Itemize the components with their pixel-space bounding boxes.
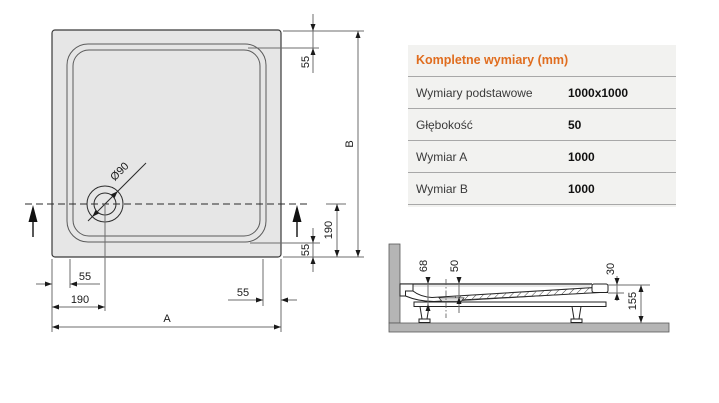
section-cut-line [25, 203, 308, 237]
dimension-68: 68 [418, 260, 431, 311]
dim-label-155: 155 [627, 292, 639, 310]
dimensions-table: Kompletne wymiary (mm) Wymiary podstawow… [408, 45, 676, 207]
tray-section-profile [399, 279, 609, 323]
row-label: Wymiary podstawowe [416, 85, 533, 100]
dimension-155: 155 [627, 285, 644, 323]
dimension-bottom-190: 190 [52, 294, 105, 310]
dim-label-bottom-55: 55 [237, 287, 249, 299]
dimension-b: B [344, 31, 361, 257]
tray-edge-lip [591, 283, 609, 293]
dimension-bottom-55: 55 [228, 287, 297, 303]
dim-label-b: B [344, 140, 356, 147]
dim-label-right-55: 55 [300, 244, 312, 256]
table-row: Głębokość 50 [408, 109, 676, 141]
row-label: Wymiar A [416, 149, 468, 164]
row-value: 1000x1000 [568, 85, 629, 100]
dimension-left-55: 55 [36, 271, 100, 287]
dimension-30: 30 [605, 263, 650, 301]
dimension-right-190: 190 [323, 204, 340, 257]
table-row: Wymiar B 1000 [408, 173, 676, 205]
section-view-drawing: 68 50 30 155 [388, 243, 670, 333]
dimension-right-55: 55 [300, 228, 316, 272]
tray-rim-inner [72, 49, 261, 237]
dim-label-68: 68 [418, 260, 430, 272]
wall [388, 243, 401, 324]
top-view-drawing: Ø90 55 [25, 14, 364, 332]
dim-label-50: 50 [449, 260, 461, 272]
leg-right [570, 306, 583, 323]
dim-label-left-55: 55 [79, 271, 91, 283]
dim-label-30: 30 [605, 263, 617, 275]
table-row: Wymiar A 1000 [408, 141, 676, 173]
dimension-a: A [52, 313, 281, 330]
section-arrow-right [292, 205, 302, 222]
row-value: 50 [568, 117, 582, 132]
dimension-50: 50 [449, 260, 462, 313]
section-arrow-left [28, 205, 38, 222]
table-row: Wymiary podstawowe 1000x1000 [408, 77, 676, 109]
row-label: Głębokość [416, 117, 473, 132]
floor [388, 322, 670, 333]
row-value: 1000 [568, 181, 595, 196]
support-board [413, 301, 607, 307]
dim-label-top-55: 55 [300, 56, 312, 68]
dim-label-right-190: 190 [323, 221, 335, 239]
dim-label-a: A [163, 313, 171, 325]
dim-label-bottom-190: 190 [71, 294, 89, 306]
tray-outline [51, 29, 282, 258]
extension-lines [51, 30, 364, 332]
row-label: Wymiar B [416, 181, 468, 196]
row-value: 1000 [568, 149, 595, 164]
table-title: Kompletne wymiary (mm) [408, 45, 676, 77]
tray-rim-outer [66, 43, 267, 243]
dimension-top-55: 55 [300, 14, 316, 73]
